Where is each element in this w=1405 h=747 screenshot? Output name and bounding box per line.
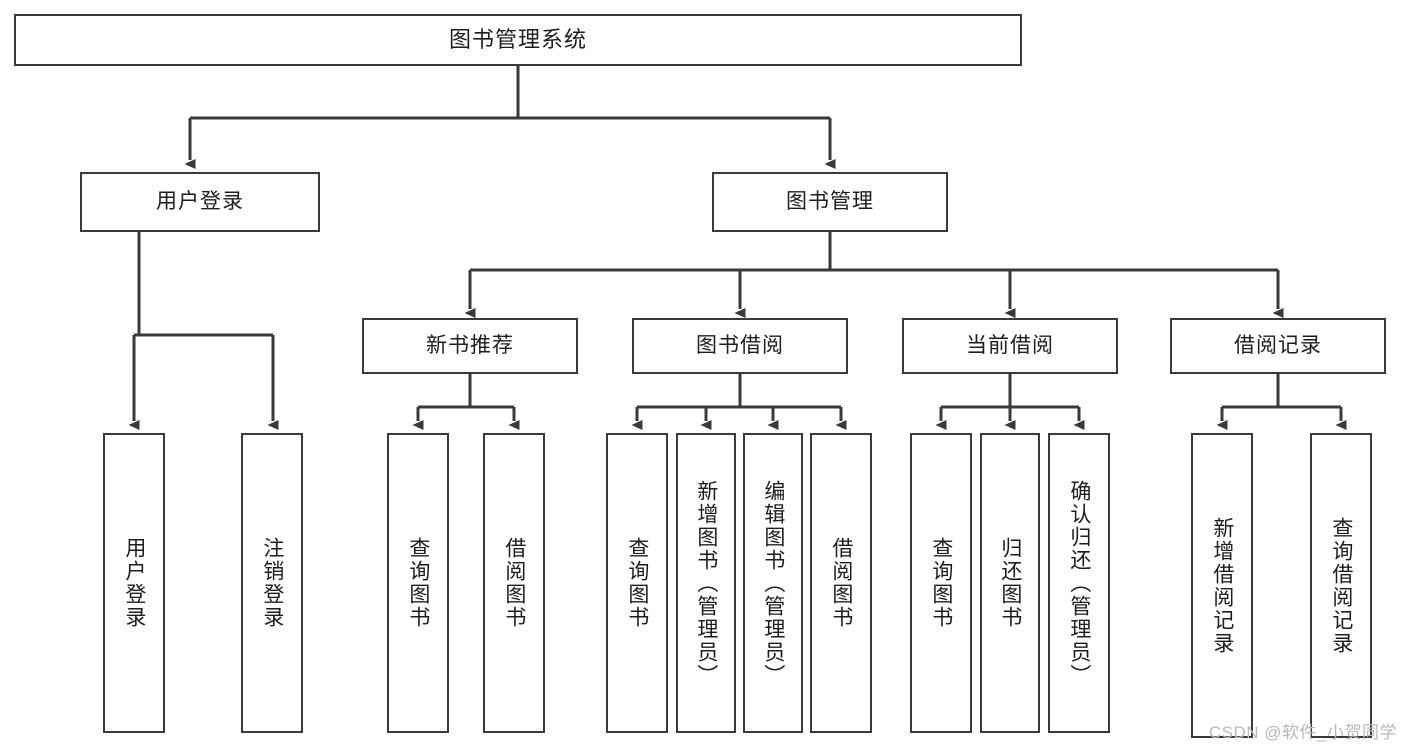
node-label: 新增借阅记录 [1210, 516, 1234, 655]
leaf-edit-book[interactable]: 编辑图书（管理员） [743, 433, 803, 733]
leaf-confirm-return[interactable]: 确认归还（管理员） [1048, 433, 1110, 733]
node-root-book-management-system[interactable]: 图书管理系统 [14, 14, 1022, 66]
leaf-query-book-3[interactable]: 查询图书 [910, 433, 972, 733]
node-current-borrow[interactable]: 当前借阅 [902, 318, 1118, 374]
node-label: 借阅图书 [829, 537, 853, 629]
leaf-borrow-book-1[interactable]: 借阅图书 [483, 433, 545, 733]
node-label: 新增图书（管理员） [694, 479, 718, 687]
leaf-query-record[interactable]: 查询借阅记录 [1310, 433, 1372, 738]
leaf-user-login[interactable]: 用户登录 [103, 433, 165, 733]
leaf-return-book[interactable]: 归还图书 [980, 433, 1040, 733]
leaf-user-logout[interactable]: 注销登录 [241, 433, 303, 733]
node-label: 查询图书 [625, 537, 649, 629]
node-label: 查询借阅记录 [1329, 516, 1353, 655]
node-book-management[interactable]: 图书管理 [712, 172, 948, 232]
node-label: 确认归还（管理员） [1067, 479, 1091, 687]
node-label: 图书管理系统 [448, 26, 587, 52]
leaf-borrow-book-2[interactable]: 借阅图书 [810, 433, 872, 733]
node-new-book-recommend[interactable]: 新书推荐 [362, 318, 578, 374]
node-label: 编辑图书（管理员） [761, 479, 785, 687]
node-label: 注销登录 [260, 537, 284, 629]
node-label: 借阅图书 [502, 537, 526, 629]
node-label: 当前借阅 [966, 334, 1054, 358]
node-label: 用户登录 [156, 190, 244, 214]
node-label: 借阅记录 [1234, 334, 1322, 358]
node-label: 查询图书 [406, 537, 430, 629]
leaf-query-book-1[interactable]: 查询图书 [387, 433, 449, 733]
node-borrow-record[interactable]: 借阅记录 [1170, 318, 1386, 374]
node-label: 归还图书 [998, 537, 1022, 629]
leaf-query-book-2[interactable]: 查询图书 [606, 433, 668, 733]
watermark-text: CSDN @软件_小贺同学 [1208, 723, 1397, 742]
leaf-add-book[interactable]: 新增图书（管理员） [676, 433, 736, 733]
node-label: 图书管理 [786, 190, 874, 214]
node-label: 新书推荐 [426, 334, 514, 358]
node-label: 查询图书 [929, 537, 953, 629]
node-book-borrow[interactable]: 图书借阅 [632, 318, 848, 374]
node-user-login[interactable]: 用户登录 [80, 172, 320, 232]
node-label: 图书借阅 [696, 334, 784, 358]
leaf-add-record[interactable]: 新增借阅记录 [1191, 433, 1253, 738]
node-label: 用户登录 [122, 537, 146, 629]
